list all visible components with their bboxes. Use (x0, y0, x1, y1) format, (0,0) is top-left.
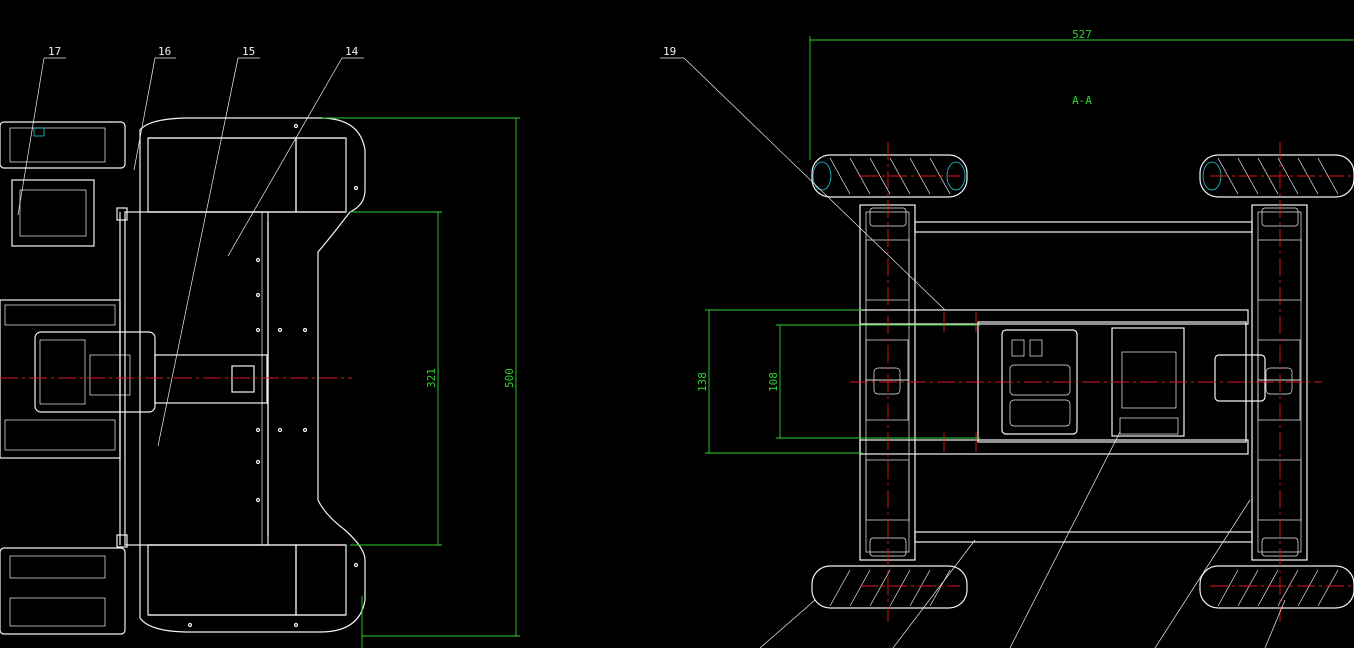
plate-bolts (187, 123, 359, 628)
leaders-left (17, 57, 364, 447)
dimension-108: 108 (767, 372, 780, 392)
motor-mount-top (11, 179, 95, 247)
top-side-box (295, 137, 347, 213)
dimensions-left (322, 117, 520, 648)
leader-14: 14 (345, 45, 359, 58)
leader-15: 15 (242, 45, 255, 58)
control-unit (34, 331, 156, 413)
dimension-527: 527 (1072, 28, 1092, 41)
center-frame-bottom (859, 439, 1249, 455)
motor-coupler (1214, 354, 1266, 402)
section-label: A-A (1072, 94, 1092, 107)
center-frame-top (859, 309, 1249, 325)
right-side-rail (1251, 204, 1308, 561)
left-side-rail (859, 204, 916, 561)
wheel-top-left-right-view (811, 154, 968, 198)
dimension-500: 500 (503, 368, 516, 388)
clamp-markers (943, 312, 977, 452)
leader-19-line (660, 57, 946, 311)
dimension-138: 138 (696, 372, 709, 392)
dimension-321: 321 (425, 368, 438, 388)
bottom-side-box (295, 544, 347, 616)
leader-16: 16 (158, 45, 171, 58)
leader-17: 17 (48, 45, 61, 58)
wheel-bottom-right-right-view (1199, 565, 1354, 609)
right-section-view (759, 142, 1354, 648)
leader-19: 19 (663, 45, 676, 58)
wheel-bottom-left-right-view (811, 565, 968, 609)
wheel-bottom-left (0, 547, 126, 635)
top-crossbar (914, 221, 1253, 233)
centerlines-right (850, 142, 1354, 622)
wheel-top-left (0, 121, 126, 169)
leaders-bottom (759, 431, 1286, 648)
frame-outline (139, 117, 366, 633)
dimensions-right (705, 36, 1354, 454)
bottom-crossbar (914, 531, 1253, 543)
left-top-view (0, 117, 366, 635)
